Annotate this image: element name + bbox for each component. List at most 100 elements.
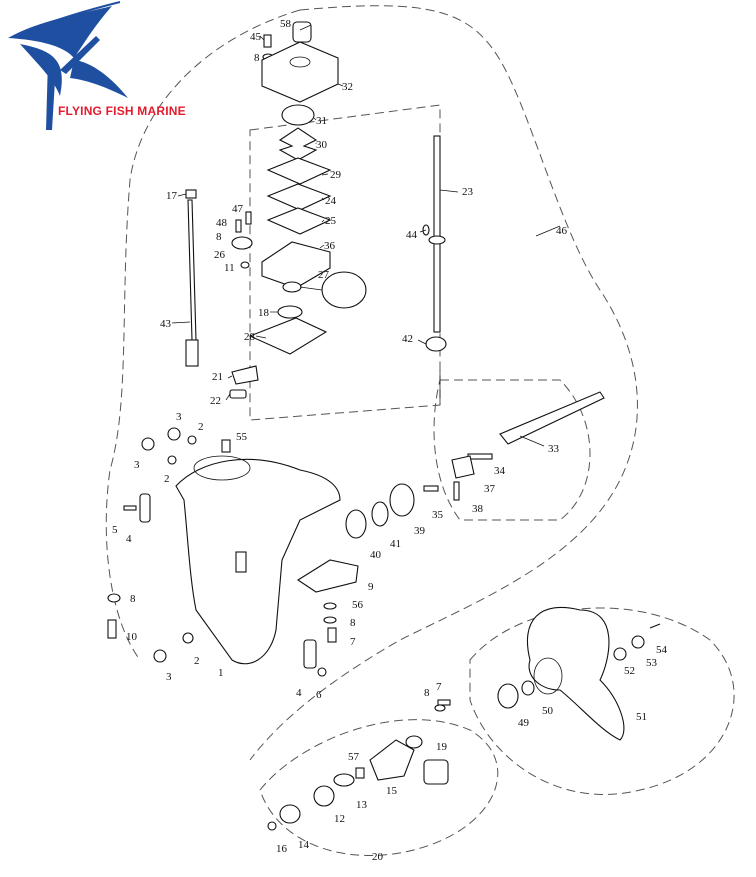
label-10: 10	[126, 631, 138, 643]
label-4-b: 4	[296, 687, 302, 699]
label-4-a: 4	[126, 533, 132, 545]
part-21-clip	[231, 365, 259, 385]
propeller-assembly	[497, 606, 661, 741]
upper-housing-boundary	[249, 5, 638, 761]
label-8-b: 8	[424, 687, 430, 699]
label-45: 45	[250, 31, 262, 43]
part-9-trim-tab	[296, 559, 359, 593]
part-40-bearing	[345, 509, 367, 539]
part-10-bolt	[107, 619, 117, 639]
part-38-pin	[453, 481, 460, 501]
flying-fish-logo	[8, 1, 128, 130]
label-42: 42	[402, 333, 413, 345]
part-7-screw-b	[437, 699, 451, 706]
label-57: 57	[348, 751, 360, 763]
part-54-cotter-pin	[649, 623, 661, 629]
leader-lines	[171, 24, 561, 447]
part-13-oring	[333, 773, 355, 787]
label-44: 44	[406, 229, 418, 241]
left-boundary	[105, 9, 301, 661]
label-8-top: 8	[254, 52, 260, 64]
label-55: 55	[236, 431, 248, 443]
label-30: 30	[316, 139, 328, 151]
label-25: 25	[325, 215, 337, 227]
gear-case-assembly	[267, 699, 451, 831]
label-2-c: 2	[194, 655, 200, 667]
part-3-bolt-a	[167, 427, 181, 441]
label-6: 6	[316, 689, 322, 701]
label-2-b: 2	[164, 473, 170, 485]
part-37-clutch	[451, 455, 475, 479]
label-31: 31	[316, 115, 327, 127]
drive-shaft-assembly	[422, 135, 447, 352]
label-43: 43	[160, 318, 172, 330]
part-45-screw	[263, 34, 272, 48]
part-25-gasket	[266, 207, 332, 235]
label-8-mid: 8	[216, 231, 222, 243]
part-57-pin	[355, 767, 365, 779]
label-3-a: 3	[176, 411, 182, 423]
water-pump-assembly	[231, 21, 367, 355]
part-12-bearing	[313, 785, 335, 807]
label-51: 51	[636, 711, 647, 723]
label-34: 34	[494, 465, 506, 477]
label-21: 21	[212, 371, 223, 383]
part-48-screw	[235, 219, 242, 233]
part-58-grommet	[292, 21, 312, 43]
part-19-oring	[405, 735, 423, 749]
part-16-ring	[267, 821, 277, 831]
label-13: 13	[356, 799, 368, 811]
propshaft-box	[433, 379, 591, 521]
label-20: 20	[372, 851, 384, 863]
label-14: 14	[298, 839, 310, 851]
part-29-gasket	[266, 157, 332, 185]
group-outlines	[105, 5, 735, 856]
label-54: 54	[656, 644, 668, 656]
part-27-seal	[282, 281, 302, 293]
part-50-washer	[521, 680, 535, 696]
part-4-anode-a	[139, 493, 151, 523]
label-52: 52	[624, 665, 635, 677]
label-23: 23	[462, 186, 474, 198]
part-55-pin	[221, 439, 231, 453]
label-32: 32	[342, 81, 353, 93]
part-17-nut	[185, 189, 197, 199]
label-47: 47	[232, 203, 244, 215]
part-11-washer	[240, 261, 250, 269]
label-56: 56	[352, 599, 364, 611]
label-39: 39	[414, 525, 426, 537]
part-7-screw	[327, 627, 337, 643]
label-26: 26	[214, 249, 226, 261]
label-12: 12	[334, 813, 345, 825]
label-11: 11	[224, 262, 235, 274]
part-34-pin	[467, 453, 493, 460]
part-3-bolt-b	[141, 437, 155, 451]
label-3-b: 3	[134, 459, 140, 471]
label-2-a: 2	[198, 421, 204, 433]
label-33: 33	[548, 443, 560, 455]
label-37: 37	[484, 483, 496, 495]
label-48: 48	[216, 217, 228, 229]
part-43-shift-rod	[187, 199, 197, 341]
part-labels: 58 45 8 32 31 30 29 24 25 47 48 8 36 26 …	[112, 18, 668, 863]
part-bearing	[428, 235, 446, 245]
label-38: 38	[472, 503, 484, 515]
part-56-washer	[323, 602, 337, 610]
part-31-insert	[281, 104, 315, 126]
part-19-detail	[423, 759, 449, 785]
label-50: 50	[542, 705, 554, 717]
lower-casing	[175, 455, 341, 665]
label-29: 29	[330, 169, 342, 181]
shift-rod-assembly	[185, 189, 199, 367]
part-35-pin	[423, 485, 439, 492]
part-39-gear	[389, 483, 415, 517]
label-19: 19	[436, 741, 448, 753]
part-3-bolt-c	[153, 649, 167, 663]
label-7-a: 7	[350, 636, 356, 648]
label-1: 1	[218, 667, 224, 679]
part-32-pump-housing	[261, 41, 339, 103]
label-17: 17	[166, 190, 178, 202]
gearcase-boundary	[259, 719, 499, 856]
part-4-anode-b	[303, 639, 317, 669]
label-35: 35	[432, 509, 444, 521]
